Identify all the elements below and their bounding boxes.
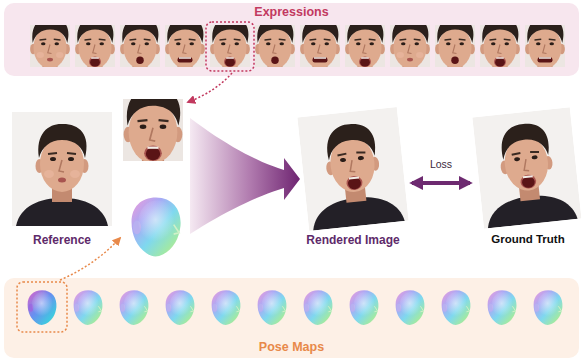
head-pose-map (132, 197, 181, 256)
expression-thumbnails (13, 9, 583, 95)
expression-thumb (508, 9, 583, 95)
node-label: Reference (33, 233, 91, 247)
node-label: Expressions (254, 5, 328, 20)
pose-map (534, 290, 563, 325)
pose-map (28, 290, 57, 325)
dotted-arrow (188, 73, 232, 102)
pose-map (304, 290, 333, 325)
rendered-photo-group (297, 107, 408, 231)
pose-band-fill (4, 278, 579, 358)
pose-map (396, 290, 425, 325)
ground-truth-panel: Ground Truth (476, 108, 580, 250)
pose-map (488, 290, 517, 325)
flow-arrow (190, 118, 300, 234)
selection-box (206, 22, 254, 71)
pose-maps-band: Pose Maps (4, 278, 579, 358)
rendered-panel: Rendered Image (300, 108, 406, 250)
ground-truth-photo-group (472, 107, 581, 228)
node-label: Pose Maps (259, 340, 324, 355)
node-label: Rendered Image (306, 233, 399, 247)
expressions-band: Expressions (4, 3, 579, 76)
ground-truth-photo (472, 107, 581, 228)
pose-map (258, 290, 287, 325)
reference-photo (12, 112, 112, 226)
pose-map (212, 290, 241, 325)
selection-box (17, 282, 67, 332)
edge-label: Loss (428, 158, 454, 171)
pose-map (166, 290, 195, 325)
pose-map (350, 290, 379, 325)
pose-map-thumbnails (28, 290, 563, 325)
node-label: Ground Truth (491, 233, 564, 247)
pose-map (442, 290, 471, 325)
pose-map (120, 290, 149, 325)
pose-map (74, 290, 103, 325)
reference-panel: Reference (10, 95, 190, 250)
rendered-photo (297, 107, 408, 231)
loss-arrow (412, 181, 470, 185)
